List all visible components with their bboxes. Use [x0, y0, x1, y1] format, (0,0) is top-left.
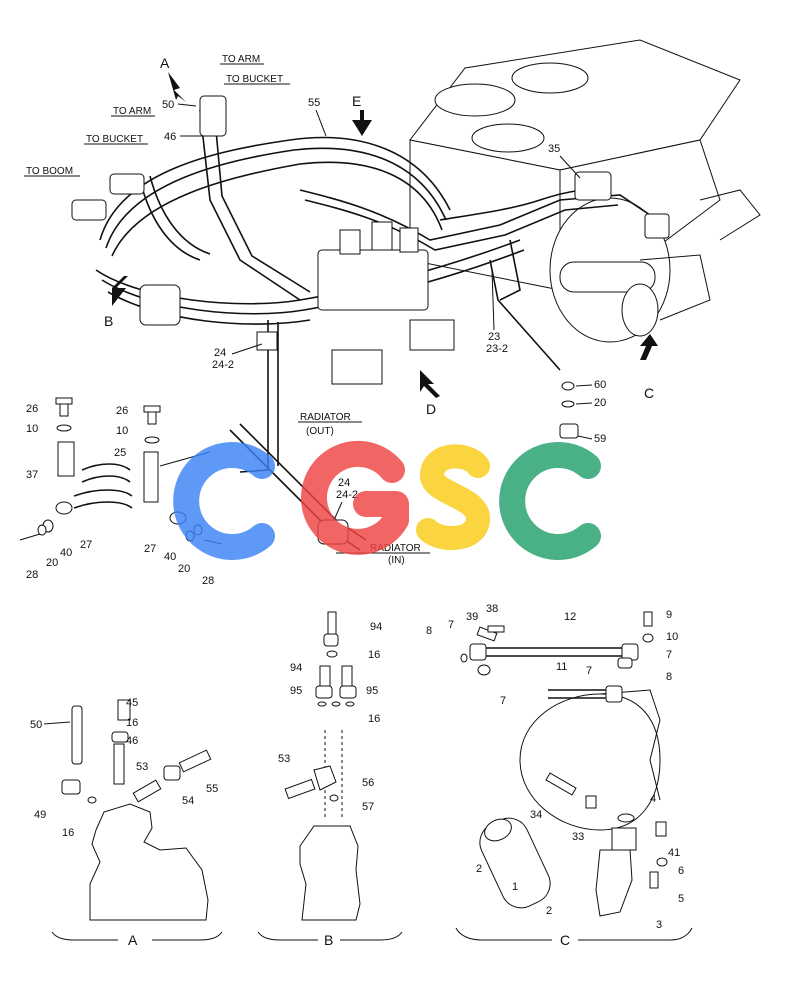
part-number: 49 — [34, 809, 46, 821]
part-number: 16 — [368, 649, 380, 661]
part-number: 33 — [572, 831, 584, 843]
part-number: 40 — [60, 547, 72, 559]
part-number: 5 — [678, 893, 684, 905]
part-number: 11 — [556, 661, 567, 673]
detail-b: 94 16 94 95 95 16 53 56 57 B — [257, 611, 403, 948]
radiator-in-label: RADIATOR — [370, 543, 421, 554]
part-number: 40 — [164, 551, 176, 563]
part-number: 35 — [548, 143, 560, 155]
radiator-in-sub: (IN) — [388, 555, 405, 566]
part-number: 7 — [448, 619, 454, 631]
to-arm-label: TO ARM — [113, 106, 151, 117]
arrow-a-label: A — [160, 55, 170, 71]
part-number: 94 — [290, 662, 302, 674]
part-number: 45 — [126, 697, 138, 709]
arrow-b-label: B — [104, 313, 113, 329]
part-number: 50 — [162, 99, 174, 111]
part-number: 54 — [182, 795, 194, 807]
part-number: 94 — [370, 621, 382, 633]
main-callouts: 50 46 55 35 24 24-2 23 23-2 60 20 59 24 … — [162, 97, 606, 521]
detail-b-title: B — [324, 932, 333, 948]
part-number: 39 — [466, 611, 478, 623]
part-number: 8 — [426, 625, 432, 637]
part-number: 20 — [178, 563, 190, 575]
part-number: 3 — [656, 919, 662, 931]
part-number: 28 — [26, 569, 38, 581]
part-number: 50 — [30, 719, 42, 731]
part-number: 9 — [666, 609, 672, 621]
part-number: 34 — [530, 809, 542, 821]
part-number: 37 — [26, 469, 38, 481]
part-number: 20 — [594, 397, 606, 409]
cgsc-watermark — [173, 440, 601, 560]
part-number: 12 — [564, 611, 576, 623]
part-number: 46 — [164, 131, 176, 143]
part-number: 7 — [666, 649, 672, 661]
part-number: 20 — [46, 557, 58, 569]
detail-c: 38 12 9 8 7 39 10 7 11 7 8 7 4 34 33 41 … — [426, 603, 693, 948]
part-number: 28 — [202, 575, 214, 587]
part-number: 10 — [116, 425, 128, 437]
part-number: 1 — [512, 881, 518, 893]
part-number: 24 — [338, 477, 350, 489]
part-number: 6 — [678, 865, 684, 877]
part-number: 95 — [290, 685, 302, 697]
part-number: 53 — [278, 753, 290, 765]
part-number: 4 — [650, 793, 656, 805]
detail-c-title: C — [560, 932, 570, 948]
part-number: 56 — [362, 777, 374, 789]
part-number: 16 — [368, 713, 380, 725]
part-number: 60 — [594, 379, 606, 391]
part-number: 27 — [144, 543, 156, 555]
bracket-exploded-view: 26 10 37 26 10 25 27 40 20 28 27 40 20 2… — [19, 397, 223, 587]
hose-assembly — [71, 95, 670, 551]
part-number: 55 — [308, 97, 320, 109]
part-number: 2 — [546, 905, 552, 917]
part-number: 16 — [126, 717, 138, 729]
to-arm-label: TO ARM — [222, 54, 260, 65]
part-number: 10 — [26, 423, 38, 435]
part-number: 24-2 — [212, 359, 234, 371]
destination-labels: TO ARM TO BUCKET TO ARM TO BUCKET TO BOO… — [24, 54, 430, 566]
part-number: 10 — [666, 631, 678, 643]
arrow-c-label: C — [644, 385, 654, 401]
part-number: 23-2 — [486, 343, 508, 355]
radiator-out-sub: (OUT) — [306, 426, 334, 437]
part-number: 8 — [666, 671, 672, 683]
detail-a-title: A — [128, 932, 138, 948]
part-number: 23 — [488, 331, 500, 343]
part-number: 41 — [668, 847, 680, 859]
part-number: 27 — [80, 539, 92, 551]
part-number: 7 — [586, 665, 592, 677]
part-number: 38 — [486, 603, 498, 615]
part-number: 46 — [126, 735, 138, 747]
arrow-e-label: E — [352, 93, 361, 109]
arrow-d-label: D — [426, 401, 436, 417]
part-number: 26 — [26, 403, 38, 415]
part-number: 53 — [136, 761, 148, 773]
to-bucket-label: TO BUCKET — [226, 74, 283, 85]
part-number: 26 — [116, 405, 128, 417]
to-boom-label: TO BOOM — [26, 166, 73, 177]
part-number: 24 — [214, 347, 226, 359]
view-arrows: A E B D C — [104, 55, 658, 417]
part-number: 24-2 — [336, 489, 358, 501]
watermark-letter-c — [499, 442, 601, 560]
part-number: 16 — [62, 827, 74, 839]
part-number: 7 — [500, 695, 506, 707]
part-number: 55 — [206, 783, 218, 795]
part-number: 2 — [476, 863, 482, 875]
watermark-letter-g — [300, 440, 409, 555]
part-number: 25 — [114, 447, 126, 459]
radiator-out-label: RADIATOR — [300, 412, 351, 423]
part-number: 95 — [366, 685, 378, 697]
watermark-letter-c — [173, 442, 275, 560]
detail-a: 50 45 16 46 53 55 54 49 16 A — [30, 697, 223, 948]
watermark-letter-s — [416, 444, 490, 550]
engine-block — [409, 39, 761, 343]
to-bucket-label: TO BUCKET — [86, 134, 143, 145]
part-number: 57 — [362, 801, 374, 813]
part-number: 59 — [594, 433, 606, 445]
